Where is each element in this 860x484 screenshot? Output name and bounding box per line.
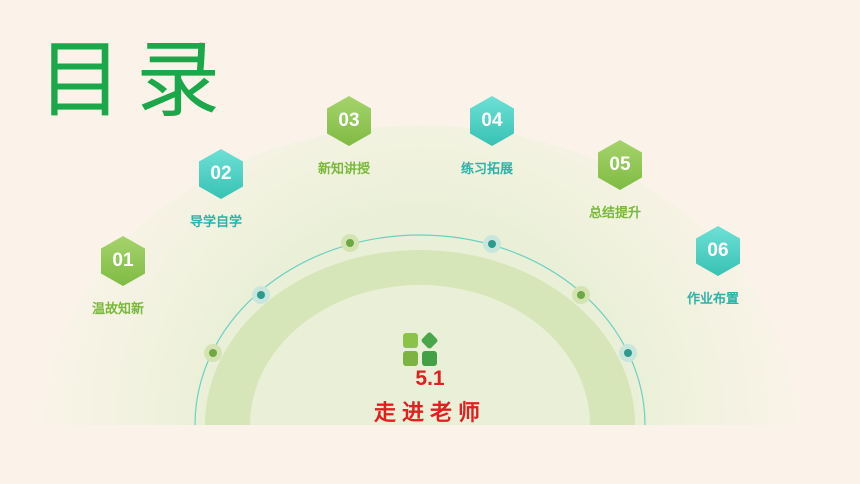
connector-dot-1 [204,344,222,362]
section-number: 5.1 [415,367,445,390]
item-number-03: 03 [327,96,371,146]
item-label-04: 练习拓展 [461,162,514,177]
item-label-03: 新知讲授 [318,162,371,177]
connector-dot-4 [483,235,501,253]
connector-arc [194,234,646,426]
item-number-04: 04 [470,96,514,146]
item-label-06: 作业布置 [687,292,740,307]
grid-logo-icon [403,331,439,367]
item-label-01: 温故知新 [92,302,145,317]
connector-dot-3 [341,234,359,252]
connector-dot-2 [252,286,270,304]
connector-dot-6 [619,344,637,362]
page-title: 目录 [38,31,235,129]
section-title: 走进老师 [373,401,486,426]
inner-green-arch [205,250,635,425]
item-label-02: 导学自学 [190,215,243,230]
connector-dot-5 [572,286,590,304]
item-label-05: 总结提升 [589,206,642,221]
